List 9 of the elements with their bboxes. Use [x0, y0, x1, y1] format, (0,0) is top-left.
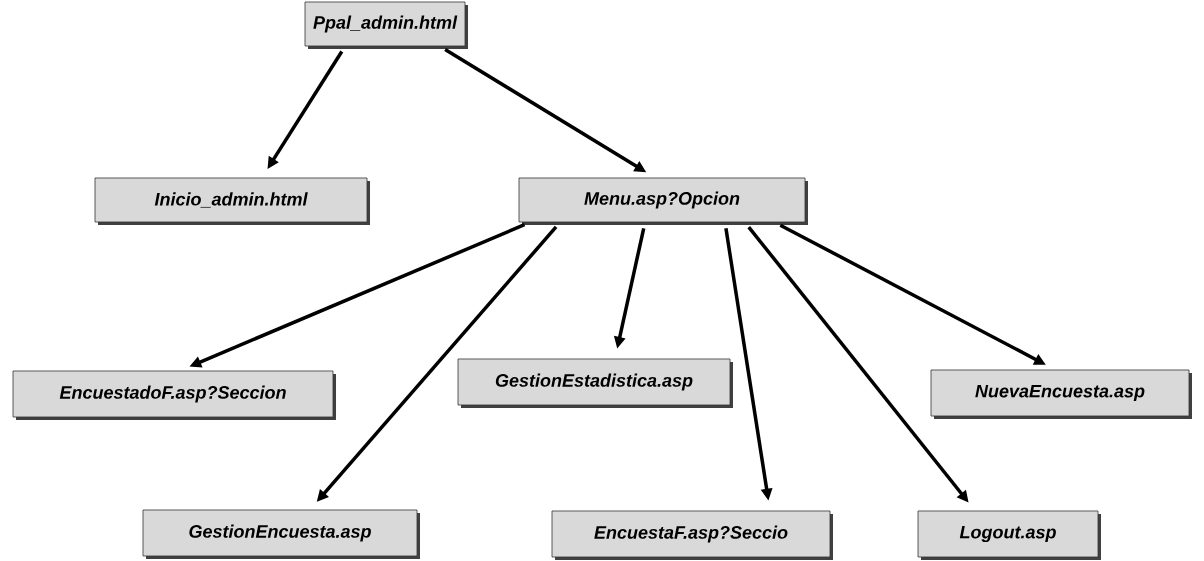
page-box: Inicio_admin.html	[94, 177, 370, 225]
page-box: Menu.asp?Opcion	[518, 177, 808, 225]
page-box: NuevaEncuesta.asp	[930, 369, 1192, 419]
page-box: Ppal_admin.html	[304, 1, 468, 49]
page-box: Logout.asp	[917, 510, 1101, 560]
page-box: EncuestaF.asp?Seccio	[551, 510, 833, 560]
page-box: EncuestadoF.asp?Seccion	[12, 370, 336, 420]
page-box: GestionEstadistica.asp	[457, 358, 733, 408]
page-box: GestionEncuesta.asp	[142, 509, 420, 559]
